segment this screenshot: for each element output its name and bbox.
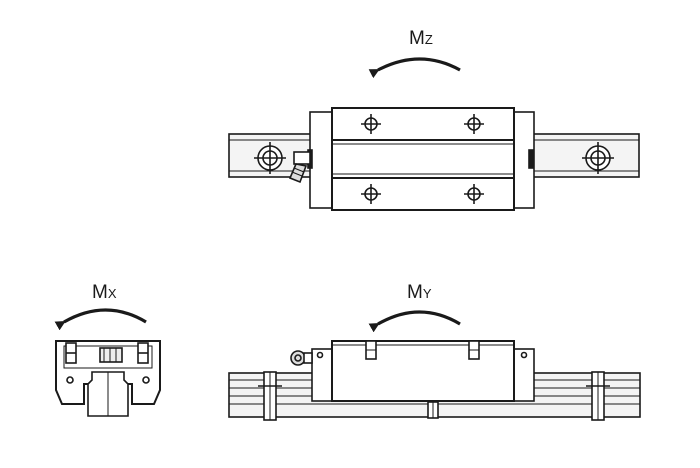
label-mx: MX [92, 282, 117, 304]
rail-bolt-left-crosshair-bolt-icon [254, 142, 286, 174]
grease-nipple-end-icon [99, 347, 123, 363]
block-bolt-crosshair-bolt-icon [361, 114, 484, 204]
label-mz-main: M [409, 28, 425, 49]
my-rotation-arrow-icon [368, 310, 461, 333]
rail-bolt-side-icon [258, 371, 610, 421]
end-view [54, 308, 161, 417]
label-my-sub: Y [422, 286, 432, 301]
label-mx-main: M [92, 282, 108, 303]
side-view [228, 310, 641, 421]
mx-rotation-arrow-icon [54, 308, 147, 331]
label-mx-sub: X [107, 286, 117, 301]
end-seal-left [309, 111, 333, 209]
grease-nipple-side-icon [290, 350, 313, 366]
carriage-block-top [331, 107, 515, 211]
end-bolt-icon [65, 342, 150, 384]
rail-bolt-right-crosshair-bolt-icon [582, 142, 614, 174]
label-my-main: M [407, 282, 423, 303]
top-view [228, 57, 640, 211]
carriage-block-side [331, 340, 515, 402]
mz-rotation-arrow-icon [368, 57, 461, 79]
grease-nipple-icon [288, 151, 311, 184]
label-mz: MZ [409, 28, 433, 50]
label-mz-sub: Z [424, 32, 433, 47]
label-my: MY [407, 282, 432, 304]
